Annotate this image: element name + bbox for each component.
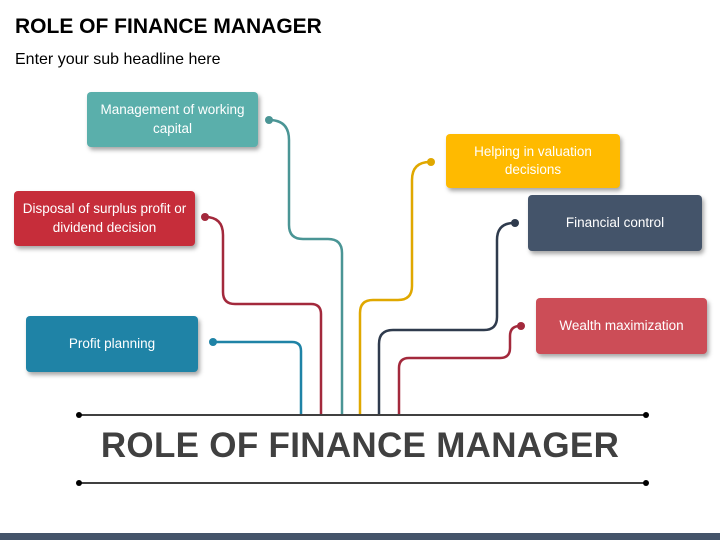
- connector-surplus-profit: [204, 215, 323, 414]
- diagram-headline: ROLE OF FINANCE MANAGER: [100, 426, 620, 465]
- connector-financial-control: [377, 221, 515, 414]
- dot-wealth: [517, 322, 525, 330]
- page-subtitle: Enter your sub headline here: [15, 51, 221, 68]
- dot-surplus-profit: [201, 213, 209, 221]
- connector-valuation: [358, 160, 431, 414]
- box-profit-planning: Profit planning: [26, 316, 198, 372]
- box-valuation: Helping in valuation decisions: [446, 134, 620, 188]
- footer-bar: [0, 533, 720, 540]
- box-surplus-profit: Disposal of surplus profit or dividend d…: [14, 191, 195, 246]
- page-title: ROLE OF FINANCE MANAGER: [15, 15, 322, 38]
- box-wealth-maximization: Wealth maximization: [536, 298, 707, 354]
- connector-profit-planning: [214, 340, 303, 414]
- box-working-capital: Management of working capital: [87, 92, 258, 147]
- dot-profit-planning: [209, 338, 217, 346]
- dot-working-capital: [265, 116, 273, 124]
- connector-working-capital: [268, 118, 344, 414]
- dot-financial-control: [511, 219, 519, 227]
- box-financial-control: Financial control: [528, 195, 702, 251]
- connector-wealth: [397, 324, 521, 414]
- dot-valuation: [427, 158, 435, 166]
